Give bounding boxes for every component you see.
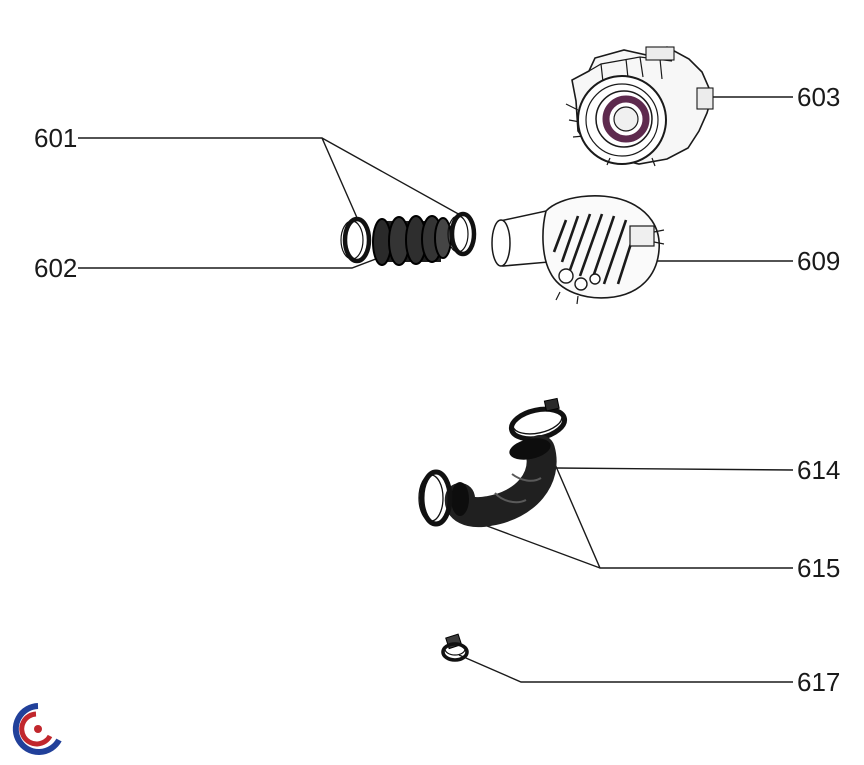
mount-bracket-top [645,46,675,61]
part-614-615-elbow-group [418,397,568,528]
leader-601 [78,137,463,221]
clamp-ring-left [342,216,372,264]
callout-615: 615 [797,553,840,583]
part-603-housing-assembly [565,46,714,167]
bearing-seal-ring [602,95,650,143]
logo-center-dot [34,725,42,733]
callout-601: 601 [34,123,77,153]
callout-609: 609 [797,246,840,276]
part-617-small-clamp [441,633,469,662]
brand-logo [12,703,62,755]
seal-ring-left [419,469,453,527]
hose-ribs [494,473,542,504]
leader-lines [78,96,794,683]
leader-614 [555,467,794,471]
clamp-ring-right [449,211,477,257]
bellows-sleeve [372,215,452,266]
callout-602: 602 [34,253,77,283]
leader-617 [458,654,793,683]
callout-labels: 601 602 603 609 614 615 617 [34,82,840,697]
part-609-housing-assembly [491,195,665,305]
callout-603: 603 [797,82,840,112]
callout-617: 617 [797,667,840,697]
logo-red-swirl [19,711,53,747]
terminal-block [629,225,655,247]
part-601-602-bellows-group [340,211,477,266]
mount-bracket-right [696,87,714,110]
callout-614: 614 [797,455,840,485]
logo-blue-swirl [12,703,62,755]
